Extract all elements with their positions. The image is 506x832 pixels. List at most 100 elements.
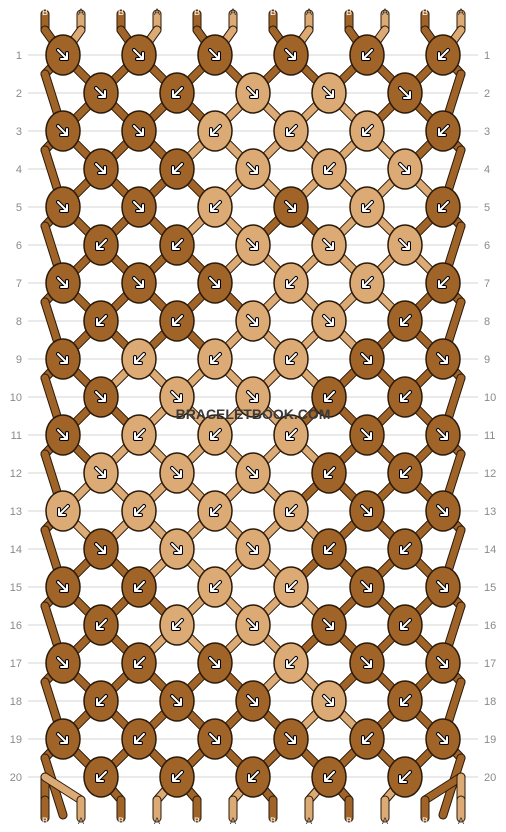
knot-arrow-icon: [361, 657, 372, 668]
knot-arrow-icon: [96, 619, 107, 630]
bottom-strand-letter: B: [194, 816, 200, 826]
knot: [349, 338, 385, 380]
knot: [235, 756, 271, 798]
knot-arrow-icon: [95, 467, 106, 478]
knot-arrow-icon: [324, 163, 335, 174]
knot: [197, 110, 233, 152]
knot: [235, 528, 271, 570]
knot-arrow-icon: [286, 429, 297, 440]
knot-arrow-icon: [209, 277, 220, 288]
knot: [387, 680, 423, 722]
knot: [159, 528, 195, 570]
knot-arrow-icon: [209, 49, 220, 60]
knot: [425, 642, 461, 684]
knot: [197, 338, 233, 380]
knot: [121, 566, 157, 608]
top-strand-letter: B: [422, 7, 428, 17]
knot-arrow-icon: [247, 87, 258, 98]
knot: [425, 262, 461, 304]
knot-arrow-icon: [437, 505, 448, 516]
row-number-left: 5: [16, 202, 22, 214]
knot-arrow-icon: [362, 277, 373, 288]
knot-arrow-icon: [247, 239, 258, 250]
knot: [349, 414, 385, 456]
top-strand-letter: A: [230, 7, 236, 17]
knot-arrow-icon: [247, 619, 258, 630]
knot: [159, 224, 195, 266]
knot-arrow-icon: [57, 581, 68, 592]
row-number-right: 7: [484, 278, 490, 290]
knot: [235, 148, 271, 190]
knot: [159, 376, 195, 418]
knot-arrow-icon: [362, 125, 373, 136]
knot: [235, 300, 271, 342]
knot: [349, 718, 385, 760]
top-strand-letter: B: [194, 7, 200, 17]
knot-arrow-icon: [247, 163, 258, 174]
knot-arrow-icon: [399, 771, 411, 783]
knot-arrow-icon: [323, 239, 334, 250]
knot-arrow-icon: [400, 467, 411, 478]
top-strand-letter: A: [458, 7, 464, 17]
knot: [349, 186, 385, 228]
knot: [45, 566, 81, 608]
knot-arrow-icon: [400, 391, 411, 402]
top-strand-letter: A: [306, 7, 312, 17]
knot: [425, 34, 461, 76]
knot: [311, 300, 347, 342]
knot-arrow-icon: [95, 543, 106, 554]
knot: [159, 148, 195, 190]
knot: [311, 680, 347, 722]
knot: [197, 718, 233, 760]
knot-arrow-icon: [285, 201, 296, 212]
knot: [159, 756, 195, 798]
row-number-left: 3: [16, 126, 22, 138]
knot-arrow-icon: [57, 657, 68, 668]
knot: [311, 452, 347, 494]
knot-arrow-icon: [400, 315, 411, 326]
knot: [311, 72, 347, 114]
knot: [83, 300, 119, 342]
knot-arrow-icon: [172, 87, 183, 98]
knot-arrow-icon: [323, 315, 334, 326]
knot: [387, 452, 423, 494]
knot: [425, 338, 461, 380]
knot: [425, 490, 461, 532]
knot-arrow-icon: [247, 391, 258, 402]
bottom-strand-letter: A: [230, 816, 236, 826]
knot-arrow-icon: [133, 201, 144, 212]
row-number-left: 20: [10, 772, 22, 784]
knot-arrow-icon: [171, 391, 182, 402]
knot: [349, 262, 385, 304]
knot: [83, 376, 119, 418]
knot-arrow-icon: [210, 581, 221, 592]
knot-arrow-icon: [171, 695, 182, 706]
knot: [121, 110, 157, 152]
knot-arrow-icon: [362, 733, 373, 744]
row-number-left: 17: [10, 658, 22, 670]
knot-arrow-icon: [134, 429, 145, 440]
row-number-left: 7: [16, 278, 22, 290]
knot-arrow-icon: [172, 771, 183, 782]
knot-arrow-icon: [95, 391, 106, 402]
knot: [45, 718, 81, 760]
bottom-strand-letter: A: [154, 816, 160, 826]
knot: [273, 110, 309, 152]
knot: [197, 490, 233, 532]
knot: [349, 490, 385, 532]
knot: [349, 642, 385, 684]
knot: [273, 338, 309, 380]
knot: [197, 642, 233, 684]
bottom-strand-letter: B: [346, 816, 352, 826]
row-number-right: 15: [484, 582, 496, 594]
bottom-strand-letter: A: [458, 816, 464, 826]
row-number-right: 14: [484, 544, 496, 556]
knot-arrow-icon: [96, 239, 107, 250]
knot: [159, 452, 195, 494]
knot: [121, 338, 157, 380]
knot: [83, 680, 119, 722]
knot: [349, 34, 385, 76]
knot-arrow-icon: [172, 619, 183, 630]
